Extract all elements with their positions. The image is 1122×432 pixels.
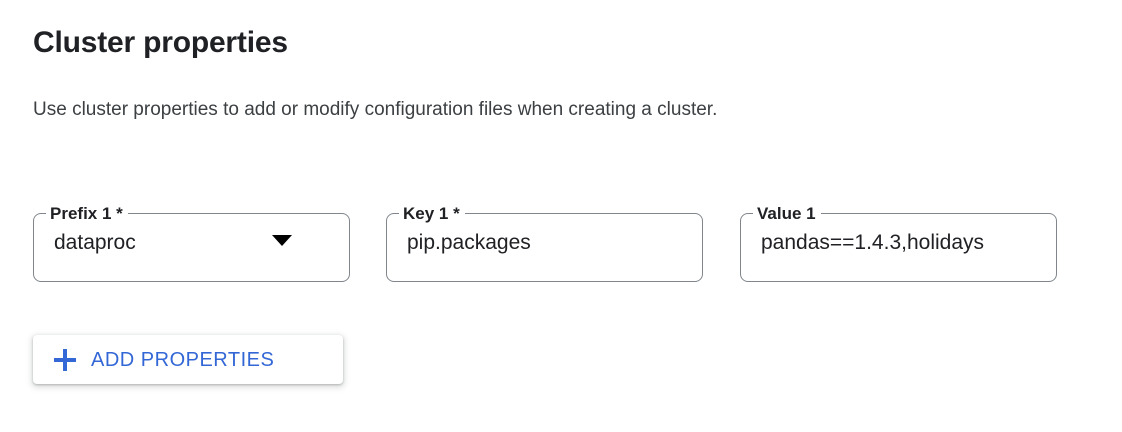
- chevron-down-icon[interactable]: [272, 235, 292, 246]
- plus-icon: [53, 348, 77, 372]
- field-key-1-outline: Key 1 *: [386, 205, 703, 282]
- add-properties-button[interactable]: ADD PROPERTIES: [33, 335, 343, 384]
- field-key-1[interactable]: Key 1 * pip.packages: [386, 196, 703, 282]
- add-properties-button-label: ADD PROPERTIES: [91, 348, 275, 371]
- field-value-1[interactable]: Value 1 pandas==1.4.3,holidays: [740, 196, 1057, 282]
- field-key-1-label: Key 1 *: [403, 204, 460, 223]
- field-prefix-1-label: Prefix 1 *: [50, 204, 123, 223]
- field-prefix-1[interactable]: Prefix 1 * dataproc: [33, 196, 350, 282]
- field-value-1-input[interactable]: pandas==1.4.3,holidays: [761, 231, 985, 254]
- field-prefix-1-outline: Prefix 1 *: [33, 205, 350, 282]
- field-key-1-input[interactable]: pip.packages: [407, 231, 531, 254]
- properties-field-row: Prefix 1 * dataproc Key 1 * pip.packages…: [33, 196, 1093, 292]
- page-title: Cluster properties: [33, 26, 288, 59]
- field-value-1-label: Value 1: [757, 204, 816, 223]
- field-prefix-1-value[interactable]: dataproc: [54, 231, 136, 254]
- page-description: Use cluster properties to add or modify …: [33, 99, 718, 120]
- field-value-1-outline: Value 1: [740, 205, 1057, 282]
